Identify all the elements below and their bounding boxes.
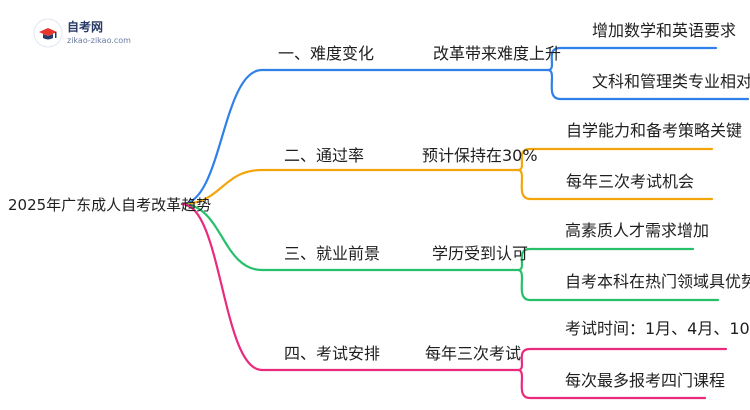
branch-2-leaf-1-connector bbox=[516, 147, 714, 172]
branch-3-label[interactable]: 三、就业前景 bbox=[284, 244, 381, 263]
logo-url: zikao-zikao.com bbox=[67, 36, 131, 45]
site-logo: 自考网 zikao-zikao.com bbox=[33, 18, 143, 50]
branch-1-leaf-2[interactable]: 文科和管理类专业相对简单 bbox=[592, 72, 750, 91]
branch-4-leaf-2[interactable]: 每次最多报考四门课程 bbox=[565, 371, 726, 390]
branch-3-connector bbox=[180, 202, 520, 272]
branch-3-leaf-1[interactable]: 高素质人才需求增加 bbox=[565, 221, 710, 240]
branch-1-leaf-1-connector bbox=[546, 46, 718, 72]
branch-2-leaf-1[interactable]: 自学能力和备考策略关键 bbox=[566, 121, 743, 140]
graduation-cap-icon bbox=[33, 18, 63, 48]
branch-1-leaf-2-connector bbox=[546, 68, 750, 101]
branch-1-label[interactable]: 一、难度变化 bbox=[278, 44, 375, 63]
branch-4-label[interactable]: 四、考试安排 bbox=[284, 344, 381, 363]
branch-4-leaf-1-connector bbox=[516, 347, 728, 372]
branch-1-connector bbox=[180, 68, 550, 206]
branch-4-leaf-2-connector bbox=[516, 368, 707, 400]
branch-2-label[interactable]: 二、通过率 bbox=[284, 146, 365, 165]
branch-2-subtopic[interactable]: 预计保持在30% bbox=[422, 146, 538, 165]
root-topic[interactable]: 2025年广东成人自考改革趋势 bbox=[8, 196, 212, 214]
branch-3-subtopic[interactable]: 学历受到认可 bbox=[432, 244, 529, 263]
branch-4-subtopic[interactable]: 每年三次考试 bbox=[425, 344, 522, 363]
branch-3-leaf-2-connector bbox=[516, 268, 720, 302]
branch-1-leaf-1[interactable]: 增加数学和英语要求 bbox=[592, 21, 737, 40]
branch-2-leaf-2[interactable]: 每年三次考试机会 bbox=[566, 172, 695, 191]
branch-3-leaf-2[interactable]: 自考本科在热门领域具优势 bbox=[565, 272, 750, 291]
branch-4-connector bbox=[180, 202, 520, 372]
branch-4-leaf-1[interactable]: 考试时间：1月、4月、10月 bbox=[565, 319, 750, 338]
branch-2-connector bbox=[180, 168, 520, 206]
branch-3-leaf-1-connector bbox=[516, 247, 695, 272]
logo-title: 自考网 bbox=[67, 20, 104, 34]
branch-1-subtopic[interactable]: 改革带来难度上升 bbox=[433, 44, 562, 63]
branch-2-leaf-2-connector bbox=[516, 168, 714, 201]
